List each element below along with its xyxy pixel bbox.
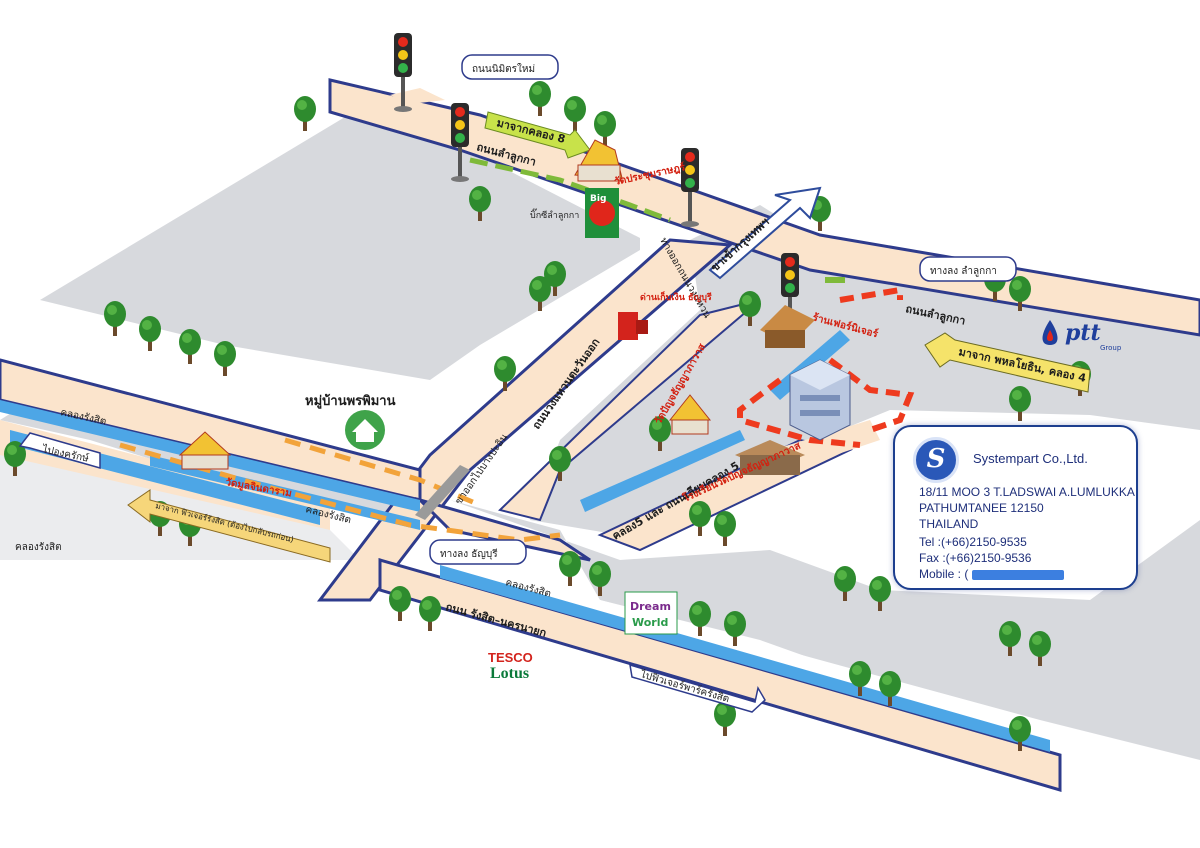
svg-text:Big: Big [590, 194, 606, 204]
toll-booth-icon [618, 312, 648, 340]
canal-label-rangsit-lower-left: คลองรังสิต [15, 542, 62, 553]
place-toll: ด่านเก็บเงิน ธัญบุรี [640, 290, 712, 303]
route-arrows [119, 111, 1091, 563]
temple-icon [668, 394, 712, 435]
school-building-icon [735, 440, 805, 475]
temple-icon [574, 139, 623, 182]
address-line-2: PATHUMTANEE 12150 [919, 501, 1044, 515]
factory-building-icon [789, 359, 851, 441]
svg-text:TESCO: TESCO [488, 650, 533, 665]
address-line-1: 18/11 MOO 3 T.LADSWAI A.LUMLUKKA [919, 485, 1135, 499]
mobile-number: Mobile : ( [919, 567, 1065, 581]
callout-nimit-mai: ถนนนิมิตรใหม่ [472, 63, 535, 75]
redacted-mask [972, 569, 1065, 580]
svg-text:Dream: Dream [630, 600, 671, 613]
home-icon [345, 410, 385, 450]
place-big-c: บิ๊กซีลำลูกกา [530, 208, 579, 221]
big-c-logo: Big [585, 188, 619, 238]
svg-text:World: World [632, 616, 668, 629]
fax-number: Fax :(+66)2150-9536 [919, 551, 1032, 565]
place-village: หมู่บ้านพรพิมาน [305, 393, 396, 409]
shop-icon [760, 305, 815, 348]
company-logo: S [913, 437, 959, 483]
svg-text:ptt: ptt [1065, 320, 1101, 346]
phone-number: Tel :(+66)2150-9535 [919, 535, 1027, 549]
svg-text:Lotus: Lotus [490, 665, 529, 682]
callout-down-lam-luk-ka: ทางลง ลำลูกกา [930, 266, 997, 277]
company-name: Systempart Co.,Ltd. [973, 451, 1088, 466]
company-info-card: S Systempart Co.,Ltd. 18/11 MOO 3 T.LADS… [893, 425, 1138, 590]
temple-icon [178, 431, 232, 470]
svg-text:Group: Group [1100, 344, 1122, 352]
address-line-3: THAILAND [919, 517, 979, 531]
callouts: ถนนนิมิตรใหม่ ทางลง ลำลูกกา ทางลง ธัญบุร… [18, 54, 1017, 713]
ptt-logo: ptt Group [1042, 320, 1122, 352]
dream-world-logo: Dream World [624, 591, 678, 635]
tesco-lotus-logo: TESCO Lotus [488, 650, 533, 682]
callout-down-thanyaburi: ทางลง ธัญบุรี [440, 548, 498, 560]
